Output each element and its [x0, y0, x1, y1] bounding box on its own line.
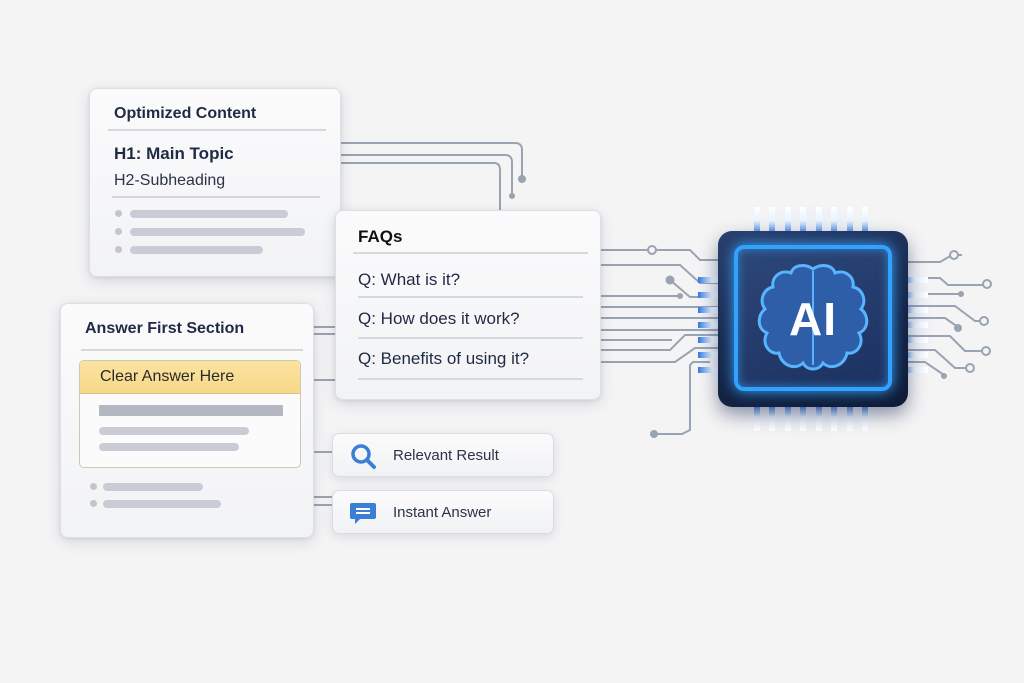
bullet-dot — [115, 246, 122, 253]
placeholder-line — [130, 246, 263, 254]
search-icon — [351, 444, 376, 469]
placeholder-line — [103, 483, 203, 491]
placeholder-line — [99, 427, 249, 435]
chat-bubble-icon — [350, 503, 376, 524]
answer-box: Clear Answer Here — [79, 360, 301, 468]
placeholder-line — [130, 210, 288, 218]
faq-question[interactable]: Q: What is it? — [358, 270, 461, 289]
placeholder-line — [103, 500, 221, 508]
divider — [108, 129, 326, 131]
divider — [358, 337, 583, 339]
bullet-dot — [90, 483, 97, 490]
faqs-card: FAQs Q: What is it? Q: How does it work?… — [335, 210, 601, 400]
faq-question[interactable]: Q: How does it work? — [358, 309, 520, 328]
bullet-dot — [115, 210, 122, 217]
faq-question[interactable]: Q: Benefits of using it? — [358, 349, 530, 368]
card-title: Answer First Section — [85, 320, 245, 337]
bullet-dot — [115, 228, 122, 235]
relevant-result-button[interactable]: Relevant Result — [332, 433, 554, 477]
result-label: Relevant Result — [393, 447, 499, 464]
divider — [353, 252, 588, 254]
divider — [81, 349, 303, 351]
divider — [112, 196, 320, 198]
brain-icon — [757, 264, 869, 371]
optimized-content-card: Optimized Content H1: Main Topic H2-Subh… — [89, 88, 341, 277]
card-title: Optimized Content — [114, 105, 257, 122]
result-label: Instant Answer — [393, 504, 492, 521]
instant-answer-button[interactable]: Instant Answer — [332, 490, 554, 534]
bullet-dot — [90, 500, 97, 507]
h2-subheading: H2-Subheading — [114, 172, 226, 189]
h1-heading: H1: Main Topic — [114, 144, 234, 163]
placeholder-line — [99, 405, 283, 416]
placeholder-line — [99, 443, 239, 451]
answer-highlight: Clear Answer Here — [80, 361, 300, 394]
chip-label: AI — [789, 293, 837, 345]
placeholder-line — [130, 228, 305, 236]
chip-pins — [698, 207, 928, 431]
answer-first-card: Answer First Section Clear Answer Here — [60, 303, 314, 538]
divider — [358, 378, 583, 380]
ai-chip: AI — [688, 201, 938, 441]
divider — [358, 296, 583, 298]
card-title: FAQs — [358, 227, 403, 246]
